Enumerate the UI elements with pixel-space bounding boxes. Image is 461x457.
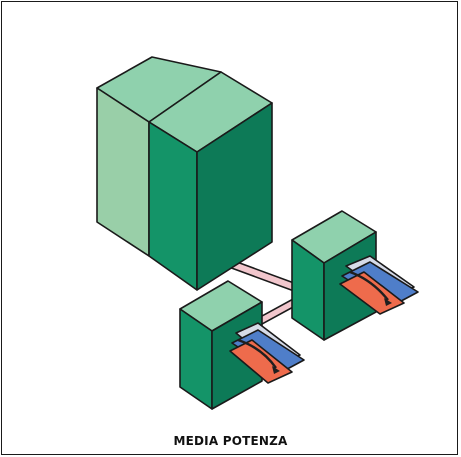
small-server-left-icon (179, 280, 305, 410)
diagram-caption: MEDIA POTENZA (173, 434, 288, 448)
card-strip-icon (339, 255, 419, 315)
small-server-right-icon (291, 210, 419, 341)
large-server-icon (96, 56, 273, 291)
card-strip-icon (229, 322, 305, 384)
